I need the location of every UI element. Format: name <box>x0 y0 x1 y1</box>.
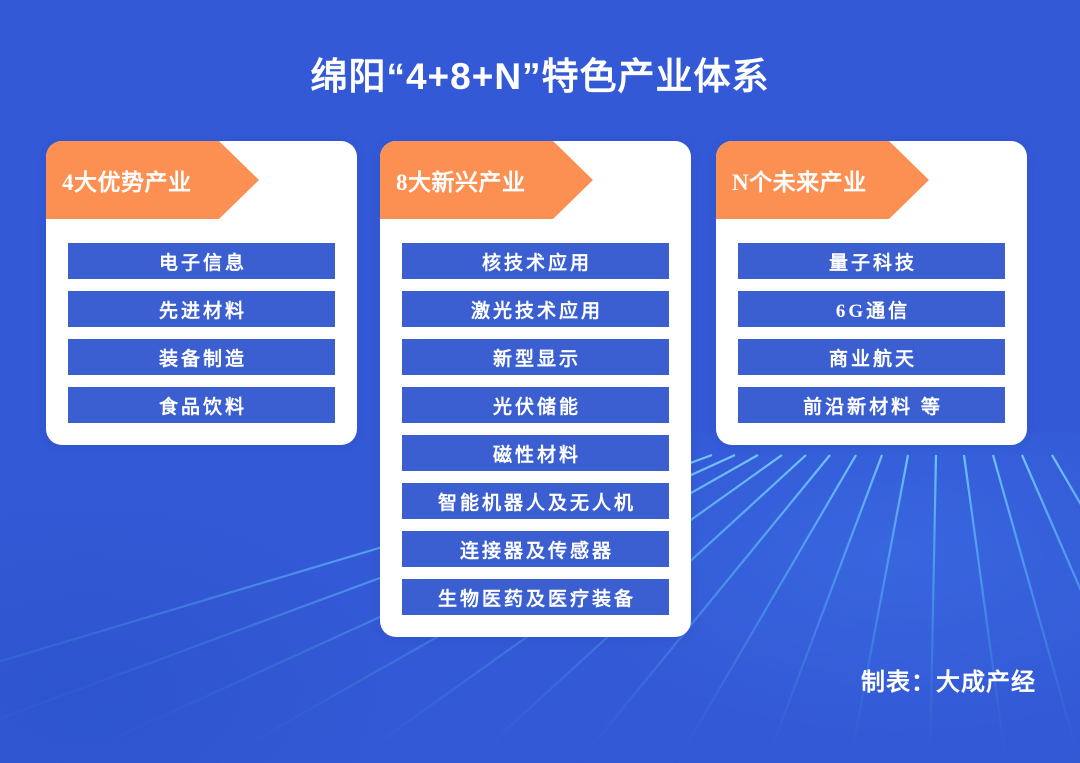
list-item: 智能机器人及无人机 <box>402 483 669 519</box>
list-item: 先进材料 <box>68 291 335 327</box>
banner-arrow-shape <box>380 141 593 219</box>
card-header: N个未来产业 <box>716 141 1027 219</box>
credit-text: 制表：大成产经 <box>861 670 1036 696</box>
list-item: 连接器及传感器 <box>402 531 669 567</box>
card-header: 8大新兴产业 <box>380 141 691 219</box>
page-title: 绵阳“4+8+N”特色产业体系 <box>310 56 770 97</box>
grid-glow-left <box>0 493 400 763</box>
card-item-list: 核技术应用 激光技术应用 新型显示 光伏储能 磁性材料 智能机器人及无人机 连接… <box>380 243 691 637</box>
list-item: 前沿新材料 等 <box>738 387 1005 423</box>
list-item: 装备制造 <box>68 339 335 375</box>
industry-card-future: N个未来产业 量子科技 6G通信 商业航天 前沿新材料 等 <box>716 141 1027 445</box>
list-item: 商业航天 <box>738 339 1005 375</box>
card-header-label: 4大优势产业 <box>62 170 192 195</box>
list-item: 激光技术应用 <box>402 291 669 327</box>
list-item: 6G通信 <box>738 291 1005 327</box>
card-header-label: 8大新兴产业 <box>396 170 526 195</box>
list-item: 核技术应用 <box>402 243 669 279</box>
list-item: 新型显示 <box>402 339 669 375</box>
list-item: 量子科技 <box>738 243 1005 279</box>
list-item: 生物医药及医疗装备 <box>402 579 669 615</box>
card-item-list: 电子信息 先进材料 装备制造 食品饮料 <box>46 243 357 445</box>
list-item: 磁性材料 <box>402 435 669 471</box>
banner-arrow-shape <box>46 141 259 219</box>
card-header-label: N个未来产业 <box>732 170 867 195</box>
industry-card-emerging: 8大新兴产业 核技术应用 激光技术应用 新型显示 光伏储能 磁性材料 智能机器人… <box>380 141 691 637</box>
industry-card-advantage: 4大优势产业 电子信息 先进材料 装备制造 食品饮料 <box>46 141 357 445</box>
card-header: 4大优势产业 <box>46 141 357 219</box>
banner-arrow-shape <box>716 141 929 219</box>
list-item: 电子信息 <box>68 243 335 279</box>
list-item: 食品饮料 <box>68 387 335 423</box>
card-item-list: 量子科技 6G通信 商业航天 前沿新材料 等 <box>716 243 1027 445</box>
list-item: 光伏储能 <box>402 387 669 423</box>
